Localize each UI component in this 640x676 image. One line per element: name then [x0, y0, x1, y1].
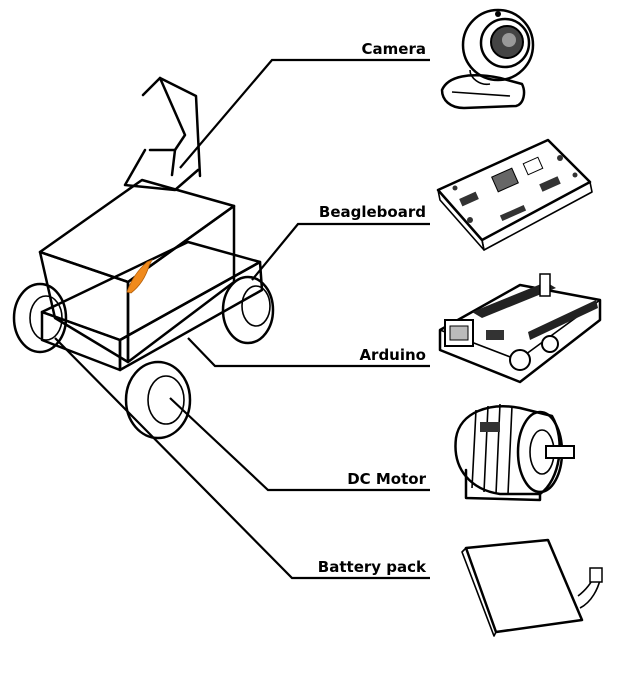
fish-sticker-icon [126, 259, 153, 294]
robot-illustration [12, 76, 275, 440]
battery-pack-icon [461, 538, 603, 637]
arduino-leader [187, 337, 430, 368]
camera-leader [179, 58, 430, 169]
arduino-board-icon [438, 273, 602, 384]
leader-lines [54, 58, 430, 580]
battery-leader [54, 337, 430, 580]
beagleboard-label: Beagleboard [319, 203, 426, 221]
dc-motor-leader [169, 397, 430, 492]
back-right-wheel [221, 275, 275, 345]
dc-motor-icon [454, 403, 575, 502]
camera-label: Camera [362, 40, 426, 58]
battery-pack-label: Battery pack [318, 558, 427, 576]
arduino-label: Arduino [359, 346, 426, 364]
beagleboard-icon [436, 138, 593, 251]
beagleboard-leader [251, 222, 430, 281]
front-wheel [124, 360, 192, 440]
chassis-plate [40, 240, 264, 372]
webcam-icon [440, 8, 535, 110]
camera-mast [123, 76, 202, 192]
dc-motor-label: DC Motor [347, 470, 426, 488]
robot-box [38, 178, 236, 364]
